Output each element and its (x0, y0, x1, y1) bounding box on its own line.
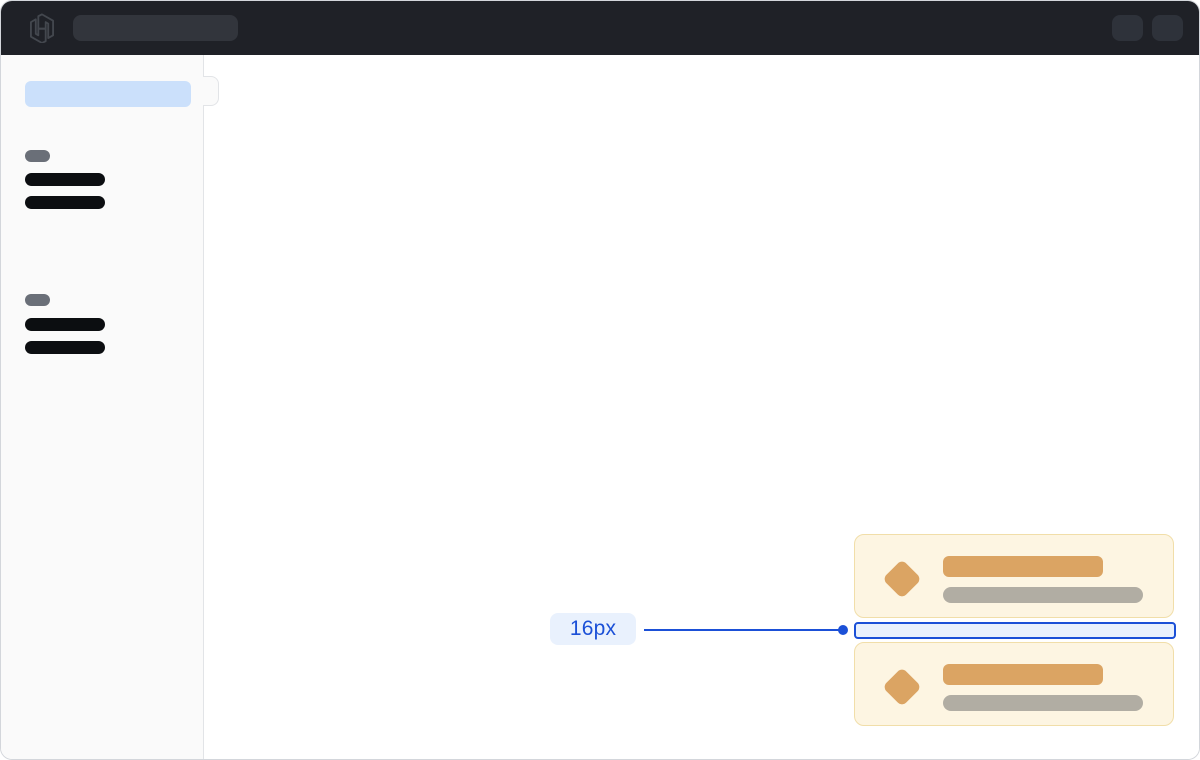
sidebar-item-4[interactable] (25, 341, 105, 354)
diamond-icon (882, 559, 922, 599)
topbar-action-button-2[interactable] (1152, 15, 1183, 41)
sidebar-section-label-1 (25, 150, 50, 162)
sidebar-section-label-2 (25, 294, 50, 306)
sidebar (1, 55, 204, 759)
list-card-2[interactable] (854, 642, 1174, 726)
top-nav-bar (1, 1, 1199, 55)
card-title-placeholder (943, 664, 1103, 685)
diamond-icon (882, 667, 922, 707)
spacing-measure-label: 16px (550, 613, 636, 645)
measure-connector-dot (838, 625, 848, 635)
spacing-gap-indicator (854, 622, 1176, 639)
main-panel: 16px (204, 55, 1199, 759)
sidebar-item-2[interactable] (25, 196, 105, 209)
card-subtitle-placeholder (943, 695, 1143, 711)
sidebar-item-3[interactable] (25, 318, 105, 331)
search-input[interactable] (73, 15, 238, 41)
measure-connector-line (644, 629, 842, 631)
card-title-placeholder (943, 556, 1103, 577)
content-area: 16px (1, 55, 1199, 759)
list-card-1[interactable] (854, 534, 1174, 618)
hashicorp-logo-icon (27, 12, 57, 44)
sidebar-active-item[interactable] (25, 81, 191, 107)
sidebar-collapse-handle[interactable] (203, 76, 219, 106)
card-subtitle-placeholder (943, 587, 1143, 603)
sidebar-item-1[interactable] (25, 173, 105, 186)
topbar-action-button-1[interactable] (1112, 15, 1143, 41)
